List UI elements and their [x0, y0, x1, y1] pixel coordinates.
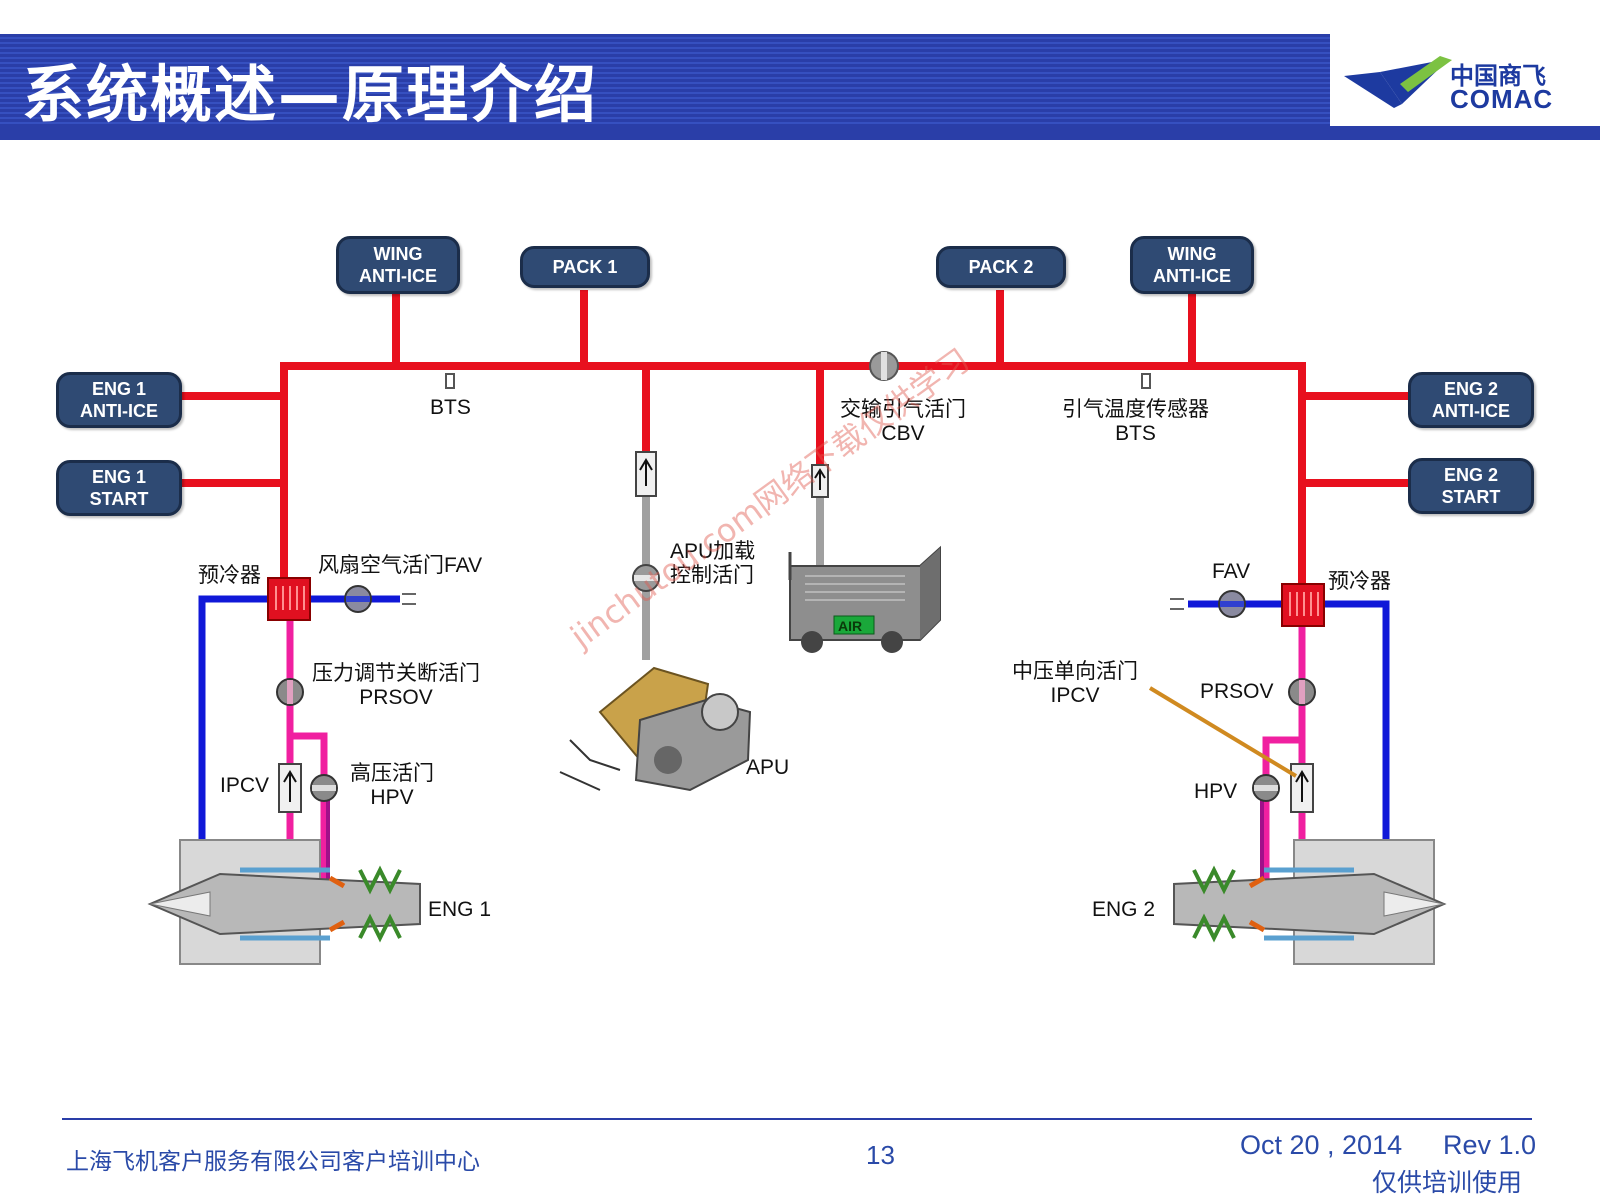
wing-anti-ice-1-box: WING ANTI-ICE	[336, 236, 460, 294]
fav-left-label: 风扇空气活门FAV	[318, 554, 483, 577]
ipcv-left-label: IPCV	[220, 774, 270, 797]
eng-1-label: ENG 1	[428, 898, 492, 921]
pack-1-box: PACK 1	[520, 246, 650, 288]
prsov-right-valve-icon	[1288, 678, 1316, 706]
prsov-left-valve-icon	[276, 678, 304, 706]
apu-label: APU	[746, 756, 790, 779]
header-underline	[0, 126, 1600, 140]
header-banner	[0, 34, 1330, 126]
logo-chinese-text: 中国商飞	[1450, 62, 1546, 90]
apu-load-valve-icon	[632, 564, 660, 592]
ipcv-right-valve-icon	[1290, 763, 1314, 813]
hpv-right-label: HPV	[1194, 780, 1238, 803]
cbv-label: 交输引气活门 CBV	[840, 398, 966, 445]
footer-note: 仅供培训使用	[1372, 1168, 1523, 1197]
engine-1-icon	[147, 839, 421, 965]
bts-left-label: BTS	[430, 396, 471, 419]
engine-hp-ducts	[286, 620, 1306, 886]
footer-company: 上海飞机客户服务有限公司客户培训中心	[66, 1149, 480, 1175]
fav-right-label: FAV	[1212, 560, 1251, 583]
pack-2-box: PACK 2	[936, 246, 1066, 288]
prsov-left-label: 压力调节关断活门 PRSOV	[312, 662, 480, 709]
air-cart-label: AIR	[838, 618, 863, 634]
page-title: 系统概述—原理介绍	[22, 58, 599, 131]
precooler-left-label: 预冷器	[198, 564, 261, 587]
ipcv-right-label: 中压单向活门 IPCV	[1012, 660, 1138, 707]
eng-2-anti-ice-box: ENG 2 ANTI-ICE	[1408, 372, 1534, 428]
bts-sensor-right-icon	[1141, 373, 1151, 389]
comac-logo-icon	[1344, 56, 1452, 108]
logo-english-text: COMAC	[1450, 84, 1554, 114]
hpv-right-valve-icon	[1252, 774, 1280, 802]
apu-unit-icon	[559, 666, 752, 792]
apu-load-valve-label: APU加载 控制活门	[670, 540, 756, 587]
bts-sensor-left-icon	[445, 373, 455, 389]
fav-right-valve-icon	[1218, 590, 1246, 618]
bleed-air-diagram	[147, 290, 1447, 965]
hpv-left-valve-icon	[310, 774, 338, 802]
engine-2-icon	[1173, 839, 1447, 965]
eng-1-anti-ice-box: ENG 1 ANTI-ICE	[56, 372, 182, 428]
wing-anti-ice-2-box: WING ANTI-ICE	[1130, 236, 1254, 294]
eng-2-start-box: ENG 2 START	[1408, 458, 1534, 514]
precooler-left-icon	[267, 577, 311, 621]
cbv-valve-icon	[869, 351, 899, 381]
ground-air-cart-icon	[788, 545, 941, 653]
ipcv-left-valve-icon	[278, 763, 302, 813]
footer-date: Oct 20 , 2014	[1240, 1130, 1403, 1160]
precooler-right-label: 预冷器	[1328, 570, 1391, 593]
ipcv-pointer-line	[1148, 686, 1298, 778]
precooler-right-icon	[1281, 583, 1325, 627]
bleed-manifold-ducts	[176, 290, 1408, 596]
eng-2-label: ENG 2	[1092, 898, 1156, 921]
ground-check-valve-icon	[811, 464, 829, 498]
fav-left-valve-icon	[344, 585, 372, 613]
hpv-left-label: 高压活门 HPV	[350, 762, 434, 809]
footer-page-number: 13	[866, 1140, 895, 1170]
footer-revision: Rev 1.0	[1443, 1130, 1537, 1160]
bts-right-label: 引气温度传感器 BTS	[1062, 398, 1209, 445]
footer-divider	[62, 1118, 1532, 1120]
eng-1-start-box: ENG 1 START	[56, 460, 182, 516]
prsov-right-label: PRSOV	[1200, 680, 1274, 703]
apu-check-valve-icon	[635, 451, 657, 497]
